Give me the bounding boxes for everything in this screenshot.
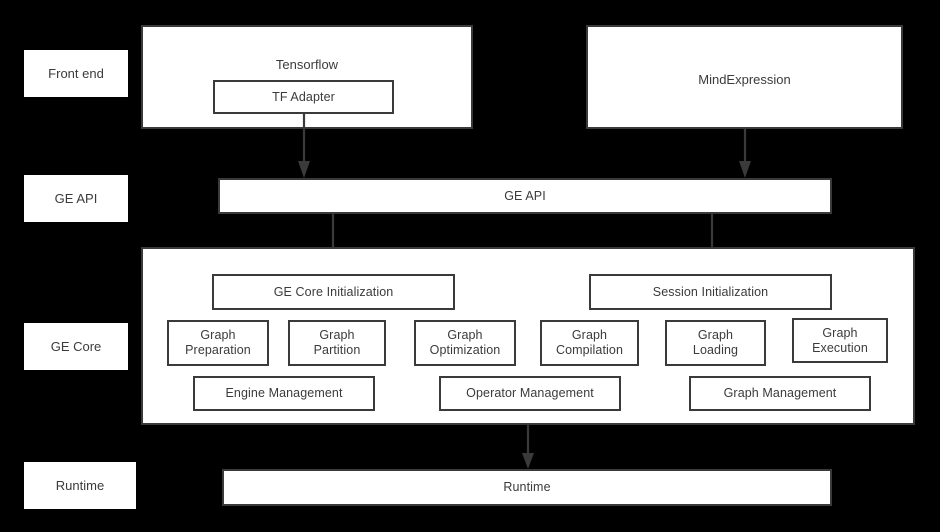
tier-label-runtime-text: Runtime — [55, 478, 105, 493]
graph-management-box[interactable]: Graph Management — [689, 376, 871, 411]
graph-execution-label: Graph Execution — [812, 325, 868, 355]
tier-label-front-end: Front end — [24, 50, 128, 97]
ge-api-bar-label: GE API — [504, 188, 546, 203]
graph-loading-box[interactable]: Graph Loading — [665, 320, 766, 366]
tier-label-front-end-text: Front end — [48, 66, 104, 81]
graph-compilation-box[interactable]: Graph Compilation — [540, 320, 639, 366]
runtime-bar-label: Runtime — [503, 480, 551, 495]
runtime-bar[interactable]: Runtime — [222, 469, 832, 506]
tier-label-ge-core: GE Core — [24, 323, 128, 370]
tf-adapter-label: TF Adapter — [272, 89, 335, 104]
graph-preparation-label: Graph Preparation — [185, 328, 251, 357]
graph-execution-box[interactable]: Graph Execution — [792, 318, 888, 363]
engine-management-box[interactable]: Engine Management — [193, 376, 375, 411]
graph-preparation-box[interactable]: Graph Preparation — [167, 320, 269, 366]
tf-adapter-box[interactable]: TF Adapter — [213, 80, 394, 114]
ge-core-initialization-box[interactable]: GE Core Initialization — [212, 274, 455, 310]
graph-loading-label: Graph Loading — [692, 328, 739, 357]
tier-label-ge-api: GE API — [24, 175, 128, 222]
operator-management-label: Operator Management — [466, 386, 594, 401]
session-initialization-label: Session Initialization — [652, 284, 769, 299]
mindexpression-label: MindExpression — [698, 72, 791, 87]
graph-optimization-label: Graph Optimization — [429, 328, 501, 357]
ge-core-initialization-label: GE Core Initialization — [273, 284, 394, 299]
arrow-mindexpression-to-ge-api — [735, 129, 755, 179]
graph-management-label: Graph Management — [723, 386, 837, 401]
mindexpression-container[interactable]: MindExpression — [586, 25, 903, 129]
tier-label-ge-api-text: GE API — [54, 191, 98, 206]
graph-compilation-label: Graph Compilation — [555, 328, 624, 357]
tensorflow-label: Tensorflow — [275, 57, 339, 72]
arrow-ge-core-to-runtime — [518, 425, 538, 470]
arrow-tf-adapter-to-ge-api — [294, 113, 314, 179]
tier-label-ge-core-text: GE Core — [50, 339, 102, 354]
ge-api-bar[interactable]: GE API — [218, 178, 832, 214]
tier-label-runtime: Runtime — [24, 462, 136, 509]
engine-management-label: Engine Management — [225, 386, 343, 401]
graph-partition-label: Graph Partition — [313, 328, 361, 357]
session-initialization-box[interactable]: Session Initialization — [589, 274, 832, 310]
graph-partition-box[interactable]: Graph Partition — [288, 320, 386, 366]
graph-optimization-box[interactable]: Graph Optimization — [414, 320, 516, 366]
operator-management-box[interactable]: Operator Management — [439, 376, 621, 411]
